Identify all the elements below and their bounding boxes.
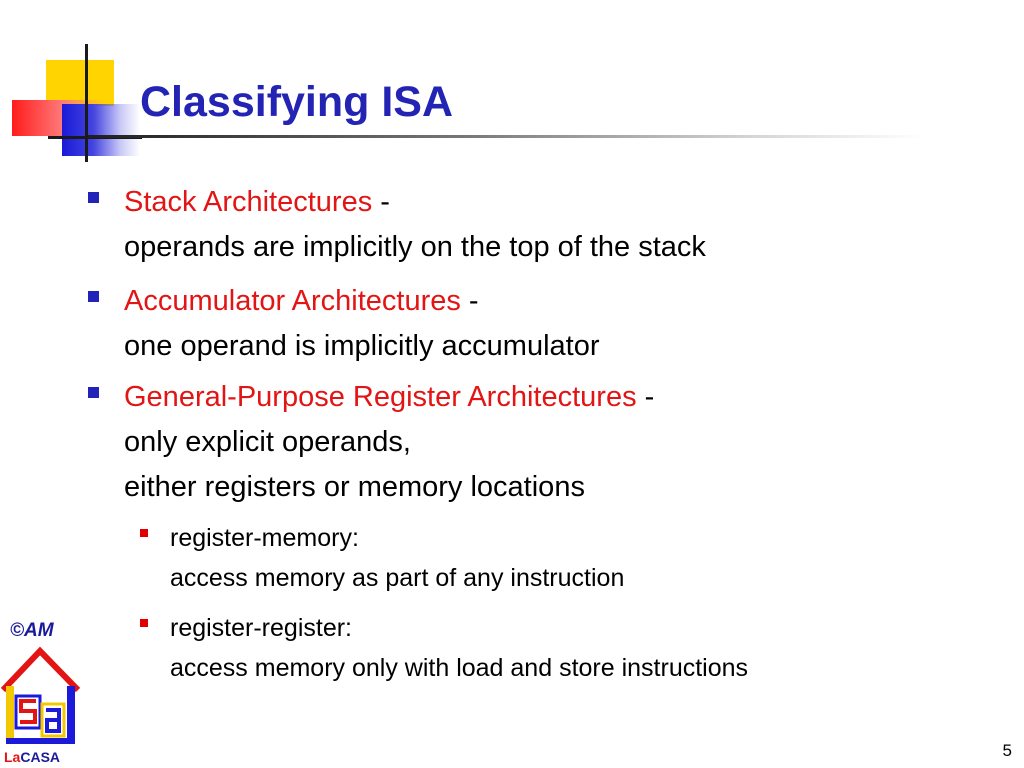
bullet-square-icon [88,192,99,203]
bullet-separator: - [636,381,655,413]
bullet-description: either registers or memory locations [124,471,585,503]
slide-title: Classifying ISA [140,78,454,126]
subbullet-description: access memory only with load and store i… [170,654,749,682]
bullet-separator: - [372,186,390,218]
decoration-yellow-square [46,60,114,106]
bullet-heading: General-Purpose Register Architectures - [124,375,654,420]
copyright-label: ©AM [10,620,54,641]
subbullet-heading: register-register: [170,614,352,642]
title-underline [88,135,924,138]
bullet-item-accumulator: Accumulator Architectures - one operand … [88,279,600,369]
bullet-separator: - [460,285,479,317]
subbullet-register-register: register-register: access memory only wi… [140,608,749,688]
bullet-item-stack: Stack Architectures - operands are impli… [88,180,706,270]
bullet-square-icon [88,387,99,398]
lacasa-wordmark: LaCASA [4,749,61,765]
decoration-blue-square [62,104,140,156]
bullet-item-gpr: General-Purpose Register Architectures -… [88,375,654,510]
subbullet-heading: register-memory: [170,524,359,552]
bullet-heading: Stack Architectures - [124,180,706,225]
bullet-heading: Accumulator Architectures - [124,279,600,324]
subbullet-square-icon [140,619,148,627]
lacasa-logo [0,646,82,746]
bullet-term: General-Purpose Register Architectures [124,381,637,413]
decoration-vertical-line [85,44,88,162]
subbullet-description: access memory as part of any instruction [170,564,625,592]
bullet-term: Accumulator Architectures [124,285,461,317]
page-number: 5 [1002,741,1012,760]
bullet-description: one operand is implicitly accumulator [124,330,600,362]
subbullet-square-icon [140,529,148,537]
subbullet-register-memory: register-memory: access memory as part o… [140,518,625,598]
bullet-description: operands are implicitly on the top of th… [124,231,706,263]
title-decoration [0,0,142,170]
bullet-description: only explicit operands, [124,426,411,458]
bullet-term: Stack Architectures [124,186,373,218]
bullet-square-icon [88,291,99,302]
house-logo-icon [0,646,81,744]
